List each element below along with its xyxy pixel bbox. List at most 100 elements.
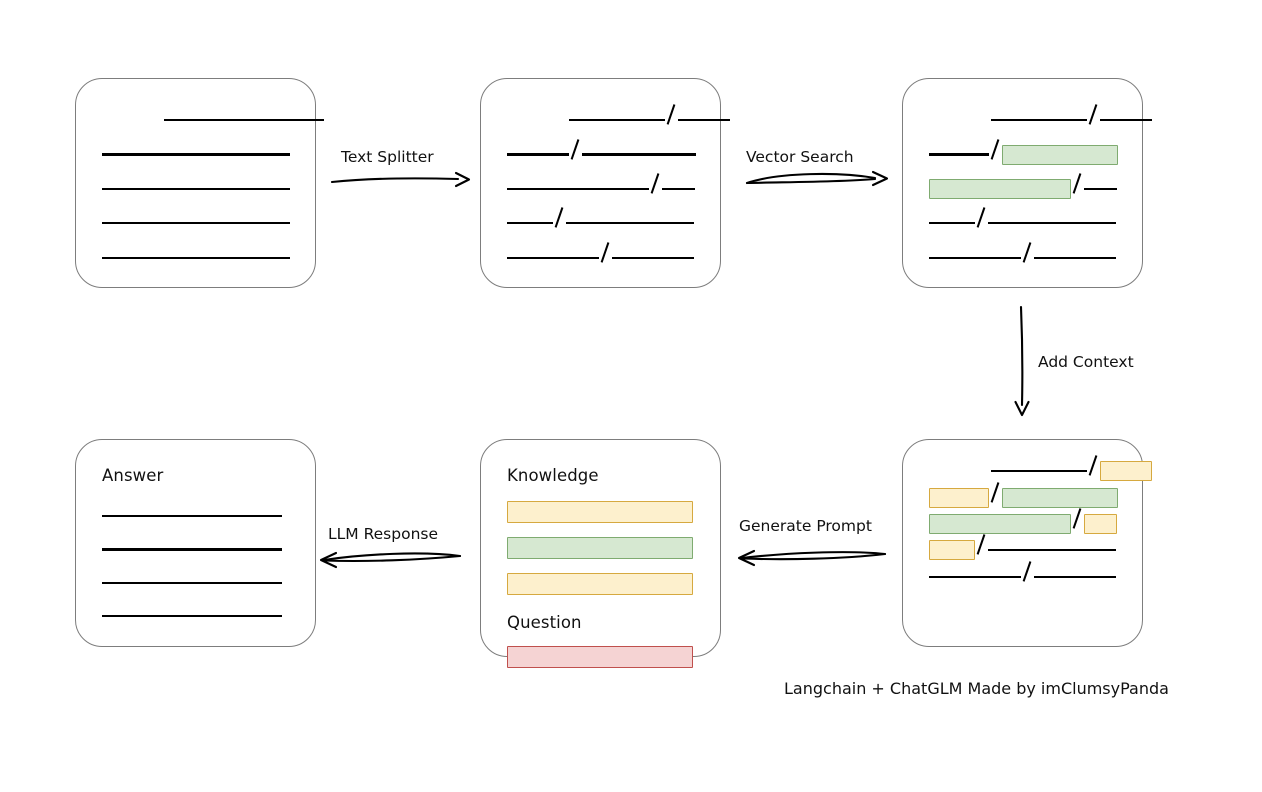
node-split-document[interactable] bbox=[480, 78, 730, 288]
text-rule bbox=[507, 187, 649, 191]
prompt-bar-yellow[interactable] bbox=[507, 573, 693, 595]
highlight-chip-yellow[interactable] bbox=[1084, 513, 1117, 534]
document-line bbox=[102, 256, 290, 259]
document-line bbox=[102, 581, 289, 585]
line-list bbox=[102, 119, 324, 259]
arrow-llm-response bbox=[318, 545, 463, 571]
answer-heading: Answer bbox=[102, 466, 164, 485]
line-list bbox=[102, 515, 289, 618]
arrow-text-splitter bbox=[330, 168, 471, 192]
document-line bbox=[929, 119, 1152, 122]
slash-separator bbox=[989, 489, 1002, 507]
slash-separator bbox=[975, 214, 988, 232]
document-line bbox=[507, 222, 694, 225]
document-line bbox=[102, 222, 290, 225]
text-rule bbox=[507, 153, 569, 156]
line-list bbox=[929, 461, 1152, 578]
text-rule bbox=[991, 470, 1087, 473]
slash-separator bbox=[599, 249, 612, 267]
vector-search-result-content bbox=[903, 79, 1152, 287]
knowledge-bar-list bbox=[507, 501, 694, 595]
text-rule bbox=[102, 153, 290, 156]
highlight-chip-green[interactable] bbox=[1002, 144, 1118, 165]
line-list bbox=[929, 119, 1152, 259]
arrow-add-context bbox=[1010, 305, 1036, 417]
document-line bbox=[102, 187, 290, 191]
prompt-bar-red[interactable] bbox=[507, 646, 693, 668]
text-rule bbox=[988, 549, 1116, 552]
text-rule bbox=[507, 222, 553, 225]
slash-separator bbox=[1021, 568, 1034, 586]
highlight-chip-yellow[interactable] bbox=[929, 487, 989, 508]
node-context-document[interactable] bbox=[902, 439, 1152, 647]
source-document-content bbox=[76, 79, 324, 287]
text-rule bbox=[1034, 256, 1116, 259]
text-rule bbox=[1034, 575, 1116, 578]
arrow-label-text-splitter: Text Splitter bbox=[341, 148, 434, 166]
slash-separator bbox=[1071, 515, 1084, 533]
slash-separator bbox=[975, 541, 988, 559]
prompt-bar-yellow[interactable] bbox=[507, 501, 693, 523]
document-line bbox=[102, 153, 290, 156]
document-line bbox=[929, 513, 1117, 534]
document-line bbox=[102, 615, 289, 618]
text-rule bbox=[1100, 119, 1152, 122]
arrow-generate-prompt bbox=[736, 544, 888, 570]
text-rule bbox=[102, 515, 282, 518]
document-line bbox=[507, 153, 696, 156]
text-rule bbox=[102, 548, 282, 551]
arrow-label-generate-prompt: Generate Prompt bbox=[739, 517, 872, 535]
split-document-content bbox=[481, 79, 730, 287]
prompt-bar-green[interactable] bbox=[507, 537, 693, 559]
text-rule bbox=[102, 256, 290, 259]
answer-content: Answer bbox=[76, 440, 315, 646]
slash-separator bbox=[989, 146, 1002, 164]
text-rule bbox=[929, 222, 975, 225]
document-line bbox=[929, 540, 1116, 561]
document-line bbox=[929, 461, 1152, 482]
line-list bbox=[507, 119, 730, 259]
text-rule bbox=[612, 256, 694, 259]
highlight-chip-green[interactable] bbox=[1002, 487, 1118, 508]
text-rule bbox=[678, 119, 730, 122]
text-rule bbox=[102, 581, 282, 585]
text-rule bbox=[929, 256, 1021, 259]
slash-separator bbox=[1087, 111, 1100, 129]
highlight-chip-green[interactable] bbox=[929, 178, 1071, 199]
node-vector-search-result[interactable] bbox=[902, 78, 1152, 288]
arrow-label-llm-response: LLM Response bbox=[328, 525, 439, 543]
slash-separator bbox=[1087, 462, 1100, 480]
highlight-chip-green[interactable] bbox=[929, 513, 1071, 534]
node-source-document[interactable] bbox=[75, 78, 324, 288]
text-rule bbox=[507, 256, 599, 259]
text-rule bbox=[662, 187, 695, 191]
document-line bbox=[507, 256, 694, 259]
footer-credit: Langchain + ChatGLM Made by imClumsyPand… bbox=[784, 679, 1169, 698]
text-rule bbox=[582, 153, 696, 156]
text-rule bbox=[164, 119, 324, 122]
document-line bbox=[102, 119, 324, 122]
text-rule bbox=[929, 575, 1021, 578]
node-answer[interactable]: Answer bbox=[75, 439, 316, 647]
context-document-content bbox=[903, 440, 1152, 646]
document-line bbox=[929, 575, 1116, 578]
text-rule bbox=[566, 222, 694, 225]
highlight-chip-yellow[interactable] bbox=[1100, 461, 1152, 482]
document-line bbox=[929, 256, 1116, 259]
highlight-chip-yellow[interactable] bbox=[929, 540, 975, 561]
text-rule bbox=[569, 119, 665, 122]
document-line bbox=[929, 144, 1118, 165]
text-rule bbox=[102, 187, 290, 191]
text-rule bbox=[991, 119, 1087, 122]
document-line bbox=[929, 487, 1118, 508]
slash-separator bbox=[569, 146, 582, 164]
node-generated-prompt[interactable]: Knowledge Question bbox=[480, 439, 721, 668]
document-line bbox=[929, 178, 1117, 199]
text-rule bbox=[988, 222, 1116, 225]
slash-separator bbox=[1071, 180, 1084, 198]
prompt-content: Knowledge Question bbox=[481, 440, 720, 668]
text-rule bbox=[102, 615, 282, 618]
text-rule bbox=[929, 153, 989, 156]
document-line bbox=[929, 222, 1116, 225]
